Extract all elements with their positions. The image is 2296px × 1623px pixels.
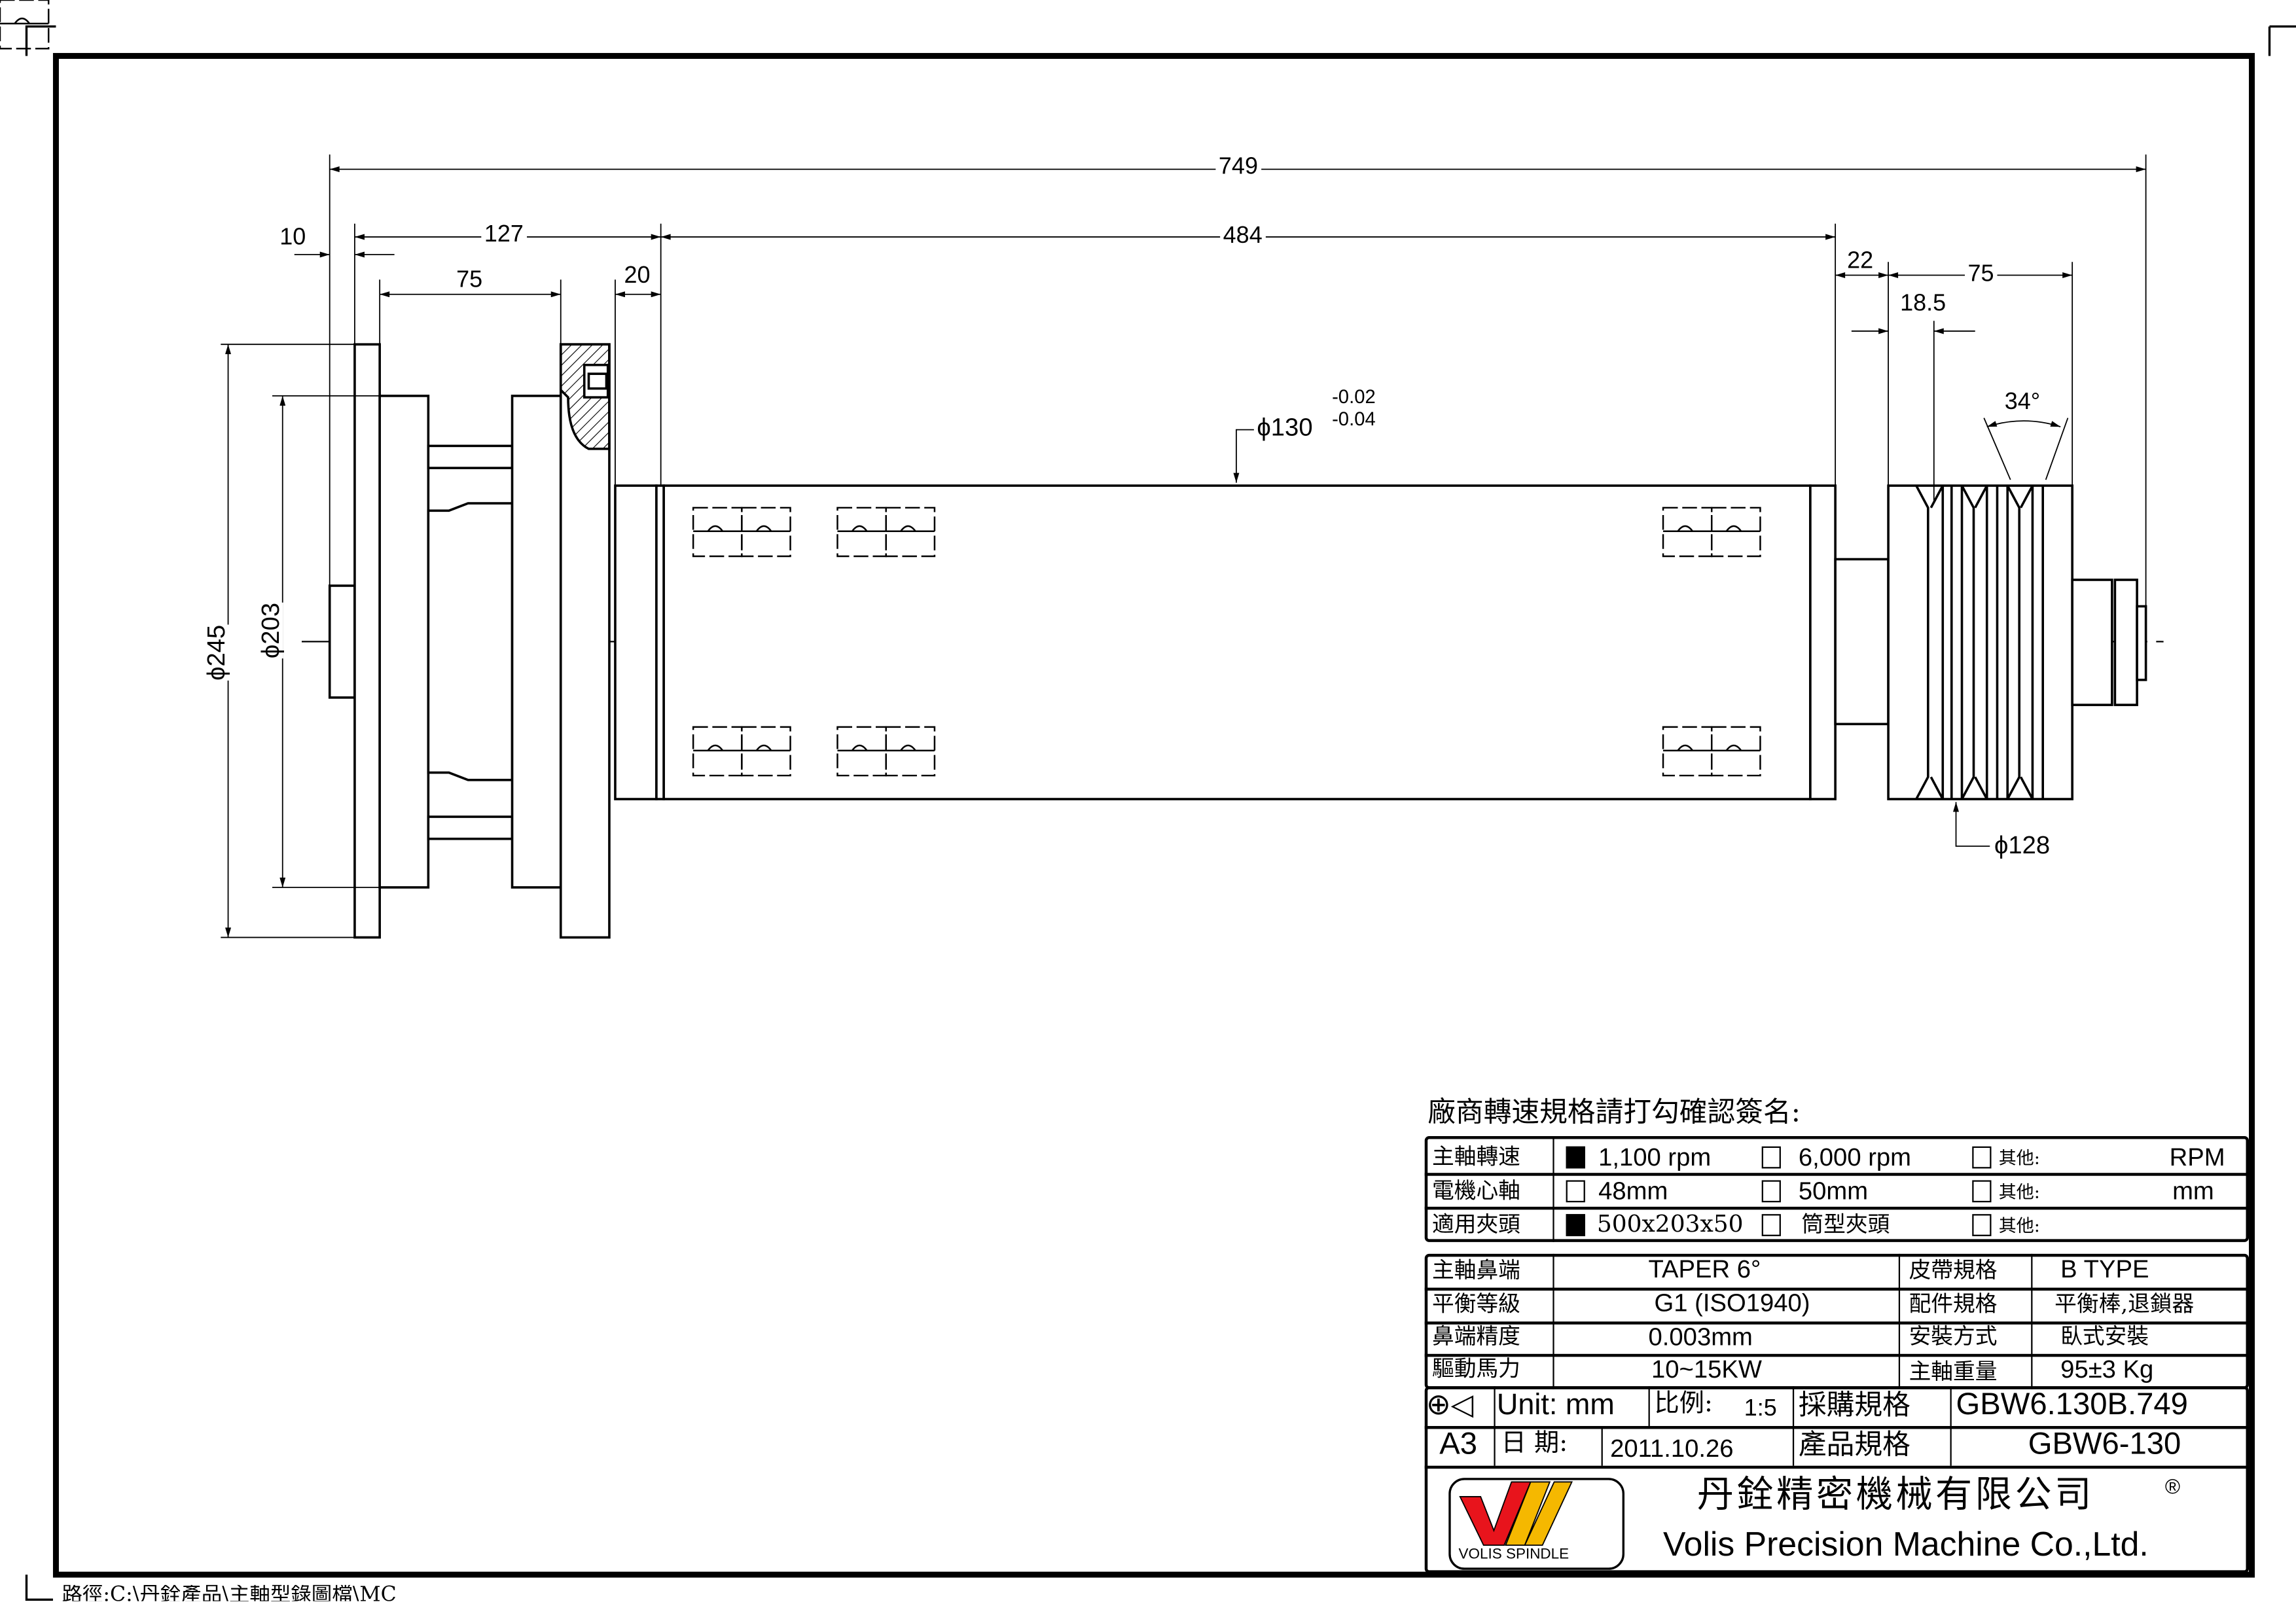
checkbox-500x203x50[interactable] [1566, 1214, 1585, 1236]
choice-label: 其他: [1998, 1147, 2040, 1169]
file-path: 路徑:C:\丹銓產品\主軸型錄圖檔\MC [62, 1584, 397, 1601]
checkbox-collet-chuck[interactable] [1761, 1214, 1781, 1236]
spindle-body [328, 343, 2147, 939]
nose [614, 484, 658, 800]
spec-label: 驅動馬力 [1431, 1355, 1520, 1382]
unit-label: mm [2172, 1177, 2214, 1205]
spec-label: 主軸重量 [1909, 1358, 1998, 1385]
checkbox-6000rpm[interactable] [1761, 1146, 1781, 1169]
spec-label: 主軸鼻端 [1431, 1257, 1520, 1283]
bearing-nut [2071, 579, 2113, 706]
scale-label: 比例: [1654, 1389, 1713, 1419]
dim-flange-diameter: ϕ245 [202, 624, 230, 681]
dim-pulley-diameter: ϕ128 [1994, 831, 2051, 860]
registered-mark: ® [2164, 1474, 2181, 1499]
dim-pulley-length: 75 [1965, 262, 1998, 287]
spec-value: 0.003mm [1648, 1323, 1753, 1351]
choice-label: 50mm [1798, 1177, 1869, 1205]
unit-text: Unit: mm [1496, 1389, 1615, 1422]
choice-label: 500x203x50 [1596, 1209, 1744, 1238]
logo-text: VOLIS SPINDLE [1458, 1546, 1570, 1563]
dim-chuck-length: 127 [481, 223, 527, 247]
checkbox-1100rpm[interactable] [1566, 1146, 1585, 1169]
sheet-size: A3 [1439, 1427, 1477, 1461]
spec-label: 安裝方式 [1909, 1323, 1998, 1350]
spec-label: 皮帶規格 [1909, 1257, 1998, 1283]
choice-label: 其他: [1998, 1215, 2040, 1236]
checkbox-50mm[interactable] [1761, 1180, 1781, 1203]
choice-label: 筒型夾頭 [1801, 1211, 1890, 1238]
product-spec: GBW6-130 [2028, 1427, 2181, 1461]
spec-label: 鼻端精度 [1431, 1323, 1520, 1350]
checkbox-other-chuck[interactable] [1972, 1214, 1992, 1236]
pulley [1887, 484, 2073, 800]
choice-label: 1,100 rpm [1598, 1143, 1712, 1171]
dim-groove-pitch: 18.5 [1900, 291, 1946, 317]
product-label: 產品規格 [1798, 1429, 1910, 1461]
spec-label: 平衡等級 [1431, 1291, 1520, 1317]
confirm-heading: 廠商轉速規格請打勾確認簽名: [1427, 1096, 1801, 1129]
choice-label: 其他: [1998, 1181, 2040, 1203]
unit-label: RPM [2169, 1143, 2225, 1171]
projection-symbol-icon: ⊕◁ [1426, 1389, 1474, 1422]
volis-logo [1448, 1478, 1625, 1570]
company-name-en: Volis Precision Machine Co.,Ltd. [1663, 1524, 2149, 1563]
dim-tol-lower: -0.04 [1332, 407, 1376, 430]
dim-drum-diameter: ϕ130 [1257, 413, 1313, 442]
adapter-plate [378, 395, 430, 889]
purchase-label: 採購規格 [1798, 1389, 1910, 1422]
dim-tol-upper: -0.02 [1332, 385, 1376, 408]
checkbox-other-rpm[interactable] [1972, 1146, 1992, 1169]
drive-shaft [1834, 558, 1890, 726]
dim-flange-offset: 10 [279, 225, 306, 251]
spec-value: TAPER 6° [1648, 1255, 1761, 1283]
spec-value: G1 (ISO1940) [1654, 1289, 1810, 1317]
checkbox-other-shaft[interactable] [1972, 1180, 1992, 1203]
scale-value: 1:5 [1744, 1397, 1777, 1422]
date-label: 日 期: [1501, 1429, 1568, 1459]
purchase-spec: GBW6.130B.749 [1956, 1387, 2188, 1422]
spec-value: 95±3 Kg [2060, 1355, 2154, 1383]
clamp-jaws [0, 0, 1761, 777]
spec-value: 臥式安裝 [2060, 1323, 2149, 1350]
dim-drum-length: 484 [1220, 224, 1266, 249]
dim-adapter-length: 75 [456, 268, 483, 293]
shaft-end [2136, 605, 2147, 681]
dim-shaft-gap: 22 [1847, 249, 1874, 274]
rear-boss [328, 584, 356, 699]
rear-flange [353, 343, 381, 939]
option-label: 適用夾頭 [1431, 1211, 1520, 1238]
options-table [1424, 1135, 2250, 1242]
option-label: 電機心軸 [1431, 1177, 1520, 1204]
dim-bolt-circle: ϕ203 [257, 602, 285, 659]
dim-nose-length: 20 [624, 263, 651, 289]
sheet-frame [25, 25, 2296, 1601]
adapter-flange [511, 395, 562, 889]
company-name-cn: 丹銓精密機械有限公司 [1696, 1472, 2094, 1516]
drum [662, 484, 1812, 800]
choice-label: 6,000 rpm [1798, 1143, 1912, 1171]
date-value: 2011.10.26 [1610, 1435, 1734, 1463]
option-label: 主軸轉速 [1431, 1143, 1520, 1170]
spec-value: 平衡棒,退鎖器 [2054, 1291, 2195, 1317]
spec-value: B TYPE [2060, 1255, 2149, 1283]
dim-groove-angle: 34° [2004, 389, 2041, 416]
dim-overall: 749 [1215, 155, 1261, 180]
spec-value: 10~15KW [1651, 1355, 1763, 1383]
choice-label: 48mm [1598, 1177, 1668, 1205]
spec-label: 配件規格 [1909, 1291, 1998, 1317]
checkbox-48mm[interactable] [1566, 1180, 1585, 1203]
title-block [1424, 1386, 2250, 1573]
